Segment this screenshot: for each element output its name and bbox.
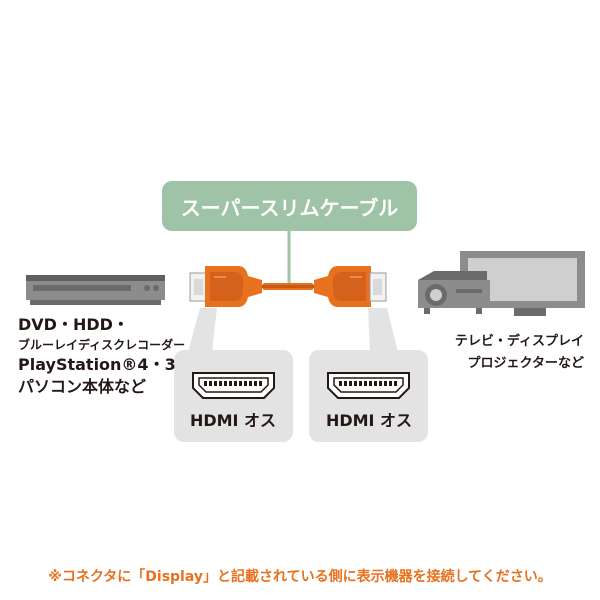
- connector-left-label: HDMI オス: [189, 411, 277, 430]
- source-devices-line-4: パソコン本体など: [18, 377, 147, 396]
- connection-footnote: ※コネクタに「Display」と記載されている側に表示機器を接続してください。: [48, 569, 552, 585]
- connector-right-label: HDMI オス: [325, 411, 413, 430]
- hdmi-port-icon-right: [327, 372, 410, 399]
- hdmi-cable-icon: [189, 266, 387, 307]
- hdmi-port-icon-left: [192, 372, 275, 399]
- product-title-box: スーパースリムケーブル: [162, 181, 417, 231]
- source-devices-line-3: PlayStation®4・3: [18, 355, 176, 374]
- display-devices-text: テレビ・ディスプレイ プロジェクターなど: [429, 331, 584, 375]
- dvd-player-icon: [26, 275, 165, 305]
- source-devices-text: DVD・HDD・ ブルーレイディスクレコーダー PlayStation®4・3 …: [18, 314, 185, 398]
- display-devices-line-1: テレビ・ディスプレイ: [454, 334, 584, 349]
- display-devices-line-2: プロジェクターなど: [467, 356, 584, 371]
- source-devices-line-1: DVD・HDD・: [18, 315, 129, 334]
- projector-icon: [418, 271, 490, 314]
- product-title: スーパースリムケーブル: [180, 195, 399, 220]
- source-devices-line-2: ブルーレイディスクレコーダー: [18, 338, 186, 352]
